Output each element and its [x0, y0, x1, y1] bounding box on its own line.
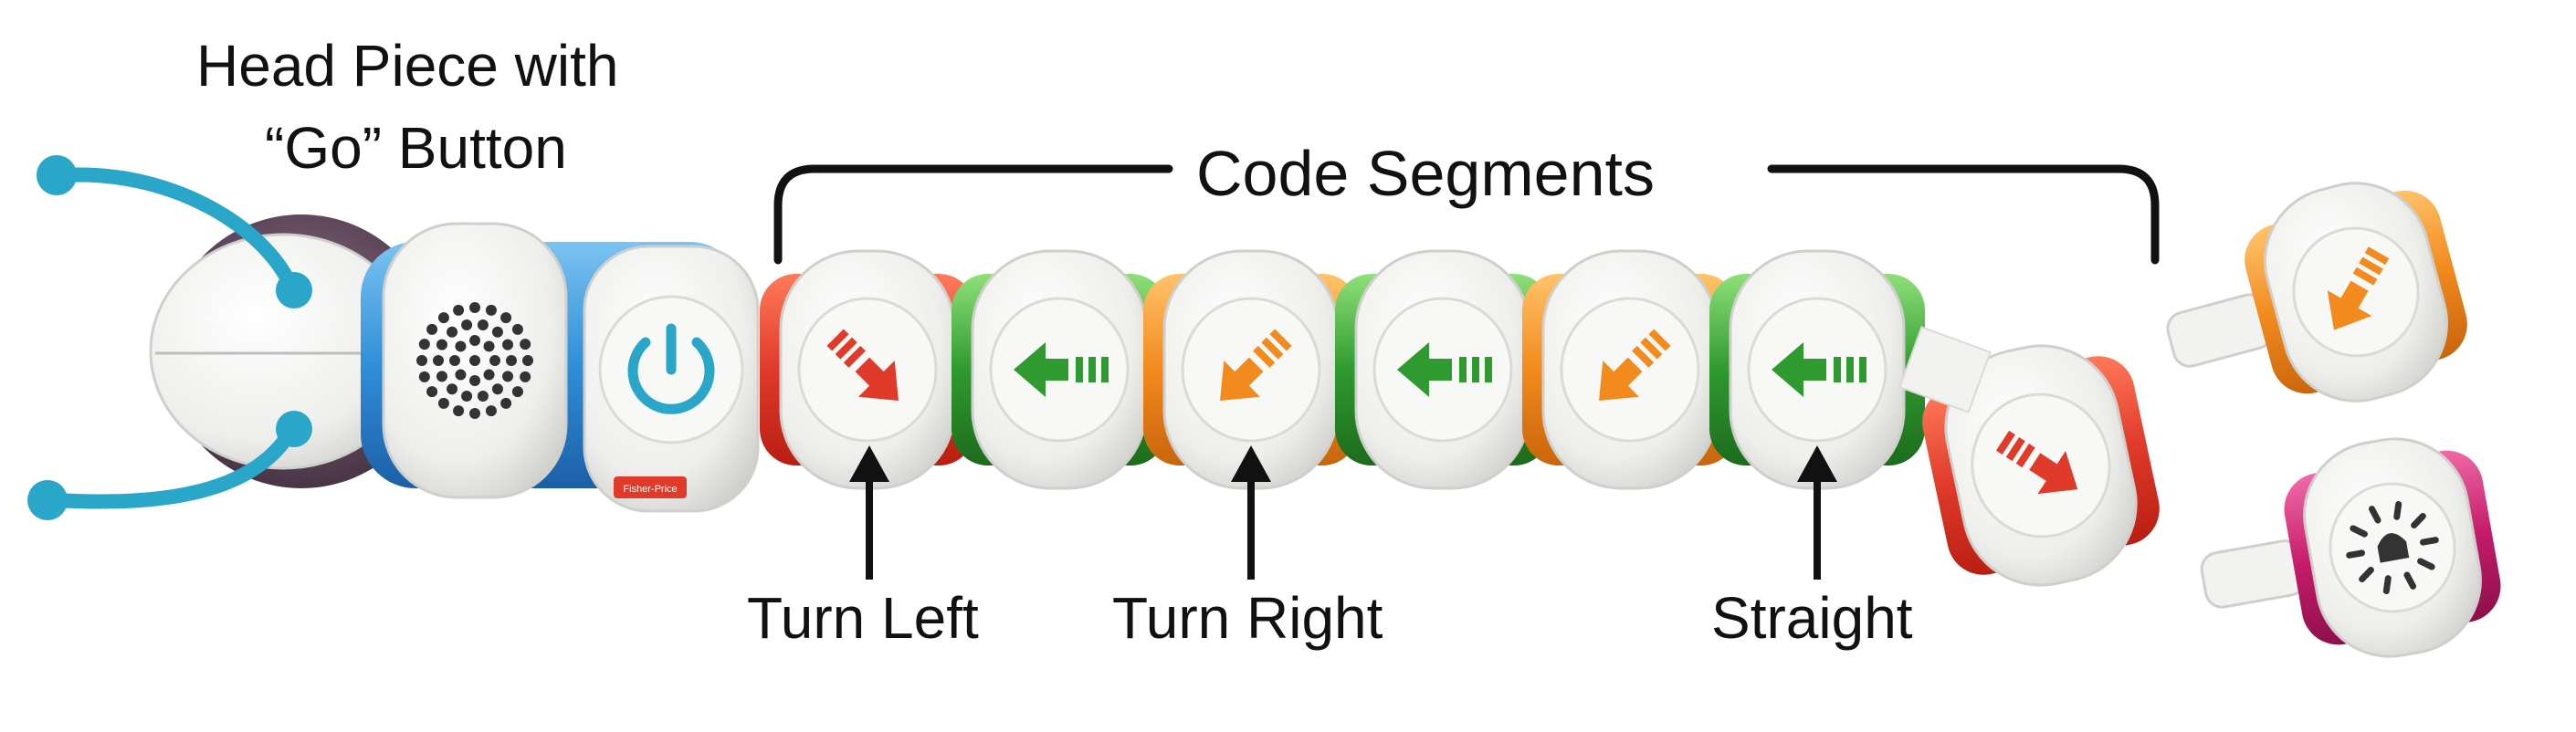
straight-icon	[1014, 342, 1109, 397]
head-piece-label-line1: Head Piece with	[196, 33, 619, 99]
head-piece-label-line2: “Go” Button	[265, 115, 567, 181]
go-button-power-icon	[627, 323, 715, 414]
arrow-straight	[1797, 445, 1837, 580]
turn-right-icon	[1599, 329, 1671, 401]
code-segment	[1922, 344, 2160, 587]
straight-icon	[1397, 342, 1492, 397]
turn-left-icon	[1995, 430, 2078, 495]
code-segment	[760, 249, 975, 490]
code-segment	[952, 249, 1167, 490]
code-segment	[1709, 249, 1925, 490]
code-segment	[1522, 249, 1738, 490]
turn-left-label: Turn Left	[747, 585, 979, 651]
straight-label: Straight	[1711, 585, 1913, 651]
code-segments-label: Code Segments	[1196, 138, 1655, 209]
turn-right-label: Turn Right	[1112, 585, 1383, 651]
sound-icon	[2346, 500, 2439, 595]
code-segment	[1335, 249, 1551, 490]
antenna-bottom	[27, 411, 312, 520]
antenna-top	[37, 155, 312, 308]
speaker-grille-icon	[416, 302, 533, 419]
code-segment	[1143, 249, 1359, 490]
loose-segment	[2166, 182, 2467, 403]
arrow-turn-left	[849, 445, 889, 580]
code-segments-bracket	[773, 164, 2160, 265]
loose-segment	[2200, 437, 2501, 658]
arrow-turn-right	[1231, 445, 1271, 580]
loose-segments	[2166, 182, 2501, 658]
turn-right-icon	[2327, 246, 2390, 330]
brand-badge-text: Fisher-Price	[623, 484, 677, 495]
turn-left-icon	[826, 329, 899, 401]
go-button-piece: Fisher-Price	[583, 245, 760, 513]
straight-icon	[1772, 342, 1866, 397]
brand-badge	[614, 476, 687, 498]
code-segments-chain	[760, 249, 2160, 587]
turn-right-icon	[1220, 329, 1292, 401]
